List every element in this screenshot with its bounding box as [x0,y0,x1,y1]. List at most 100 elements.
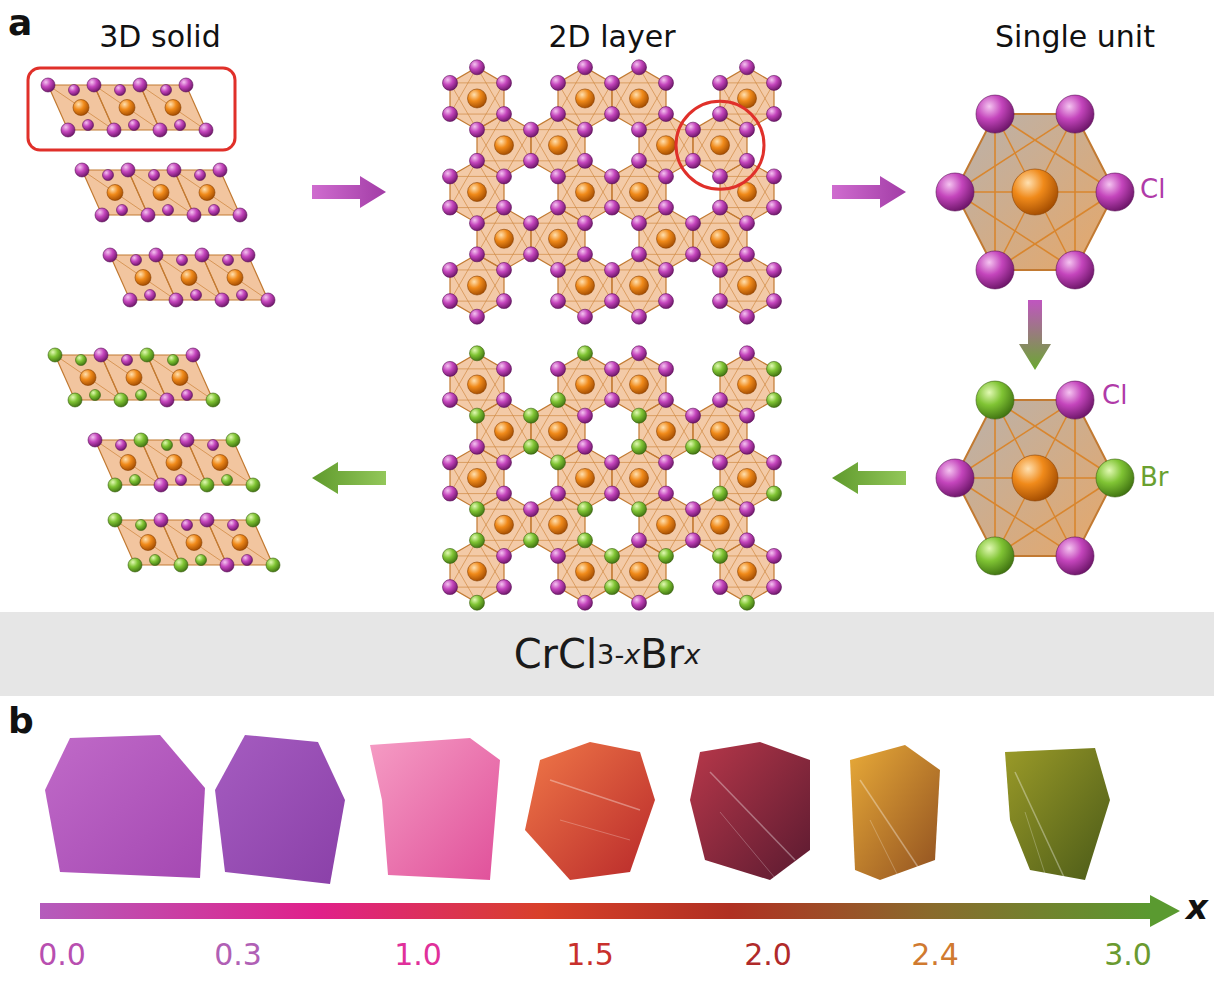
octahedron [720,540,774,602]
crystal-photo [850,745,940,900]
axis-value: 1.5 [566,938,614,973]
cl-atom [87,78,101,92]
cl-atom [242,555,253,566]
cr-atom [227,270,243,286]
cl-atom [176,475,187,486]
br-atom [524,408,539,423]
cl-atom [659,361,674,376]
octahedron-edge [558,269,612,270]
octahedron-edge [639,446,693,447]
cl-atom [632,60,647,75]
cl-atom [767,262,782,277]
cl-atom [936,459,974,497]
cl-atom [605,262,620,277]
cl-atom [443,200,458,215]
octahedron-edge [558,301,612,302]
cl-atom [578,153,593,168]
atom-label: Cl [1140,175,1165,205]
cr-atom [212,455,228,471]
br-atom [222,475,233,486]
cl-atom [470,439,485,454]
cl-atom [103,170,114,181]
highlight-circle [676,101,764,189]
br-atom [551,455,566,470]
cr-atom [1012,169,1058,215]
cl-atom [153,123,167,137]
octahedron-edge [477,160,531,161]
br-atom [128,558,142,572]
cl-atom [470,309,485,324]
br-atom [976,537,1014,575]
cl-atom [632,346,647,361]
octahedron-edge [693,446,747,447]
cr-atom [468,276,487,295]
cl-atom [497,548,512,563]
cl-atom [578,60,593,75]
cl-atom [443,361,458,376]
octahedron-edge [612,493,666,494]
axis-value: 2.0 [744,938,792,973]
octahedron-edge [693,415,747,416]
cr-atom [630,562,649,581]
cr-atom [657,136,676,155]
br-atom [605,580,620,595]
octahedron-edge [450,462,504,463]
block-arrow [832,462,906,494]
octahedron-edge [450,493,504,494]
cr-atom [657,422,676,441]
cl-atom [180,433,194,447]
cl-atom [163,205,174,216]
axis-value: 3.0 [1104,938,1152,973]
octahedron-side [207,520,273,565]
cr-atom [549,229,568,248]
cl-atom [632,247,647,262]
cl-atom [767,294,782,309]
cl-atom [133,78,147,92]
axis-value: 0.0 [38,938,86,973]
cl-atom [95,208,109,222]
cl-atom [470,216,485,231]
cl-atom [1056,95,1094,133]
cl-atom [713,580,728,595]
br-atom [48,348,62,362]
br-atom [470,408,485,423]
cl-atom [1056,381,1094,419]
crx3-layer [88,433,260,492]
br-atom [713,486,728,501]
cr-atom [153,185,169,201]
br-atom [659,580,674,595]
cl-atom [215,293,229,307]
cl-atom [551,107,566,122]
cl-atom [767,580,782,595]
panel-heading: 2D layer [549,20,676,55]
cl-atom [443,393,458,408]
octahedron [450,254,504,316]
crystal [1005,748,1110,880]
octahedron-edge [720,114,774,115]
cl-atom [605,486,620,501]
octahedron-edge [558,176,612,177]
octahedron-edge [147,355,213,400]
cl-atom [160,393,174,407]
br-atom [470,595,485,610]
cl-atom [497,75,512,90]
crx3-layer [75,163,247,222]
br-atom [767,486,782,501]
atom-label: Cl [1102,381,1127,411]
block-arrow [832,176,906,208]
octahedron-edge [140,85,206,130]
cl-atom [686,533,701,548]
cl-atom [209,205,220,216]
panel-letter: a [8,2,32,43]
octahedron-edge [477,254,531,255]
cr-atom [495,136,514,155]
octahedron-edge [693,540,747,541]
octahedron-edge [531,254,585,255]
br-atom [578,533,593,548]
octahedron-edge [558,400,612,401]
cl-atom [659,393,674,408]
octahedron-edge [450,587,504,588]
cr-atom [199,185,215,201]
octahedron-edge [612,114,666,115]
octahedron-side [187,440,253,485]
